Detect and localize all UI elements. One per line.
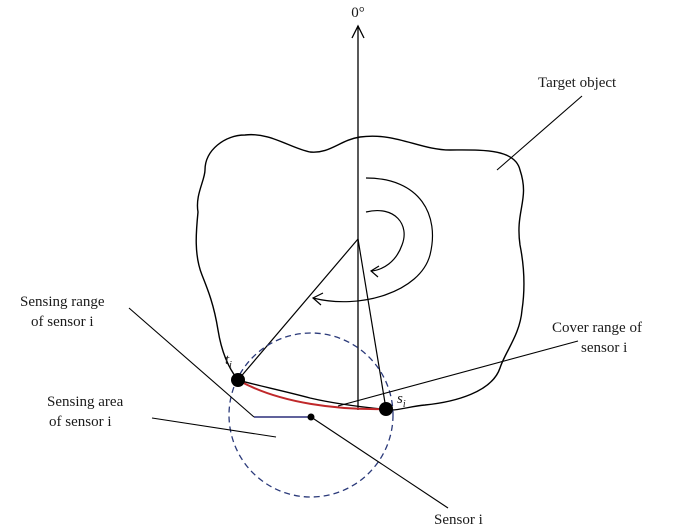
angle-arc-s	[365, 210, 405, 272]
cover-range-label-line1: Cover range of	[552, 320, 642, 336]
t-point-dot	[231, 373, 245, 387]
s-point-main: s	[397, 391, 403, 407]
sensor-leader	[310, 416, 449, 509]
radial-line-to-t	[237, 238, 359, 381]
t-point-sub: i	[229, 360, 232, 371]
s-point-label: si	[397, 391, 406, 410]
cover-range-label-line2: sensor i	[581, 340, 627, 356]
angle-arc-t	[312, 177, 434, 303]
zero-degree-label: 0°	[351, 5, 365, 21]
axis-arrowhead	[351, 24, 365, 39]
t-point-main: t	[225, 352, 230, 368]
sensing-range-label-line2: of sensor i	[31, 314, 94, 330]
s-point-dot	[379, 402, 393, 416]
sensor-label: Sensor i	[434, 512, 483, 528]
sensing-range-label-line1: Sensing range	[20, 294, 105, 310]
target-object-leader	[496, 95, 583, 171]
sensing-area-label-line2: of sensor i	[49, 414, 112, 430]
t-point-label: ti	[225, 352, 232, 371]
sensing-area-label-line1: Sensing area	[47, 394, 124, 410]
target-object-label: Target object	[538, 75, 617, 91]
angle-arc-t-arrowhead	[311, 292, 324, 306]
radial-line-to-s	[357, 238, 387, 410]
sensing-range-leader	[128, 307, 255, 418]
angle-arc-s-arrowhead	[369, 265, 380, 278]
cover-range-arc	[237, 379, 387, 411]
cover-range-leader	[337, 340, 579, 407]
sensing-area-leader	[151, 417, 277, 438]
sensing-circle	[228, 332, 394, 498]
s-point-sub: i	[403, 399, 406, 410]
